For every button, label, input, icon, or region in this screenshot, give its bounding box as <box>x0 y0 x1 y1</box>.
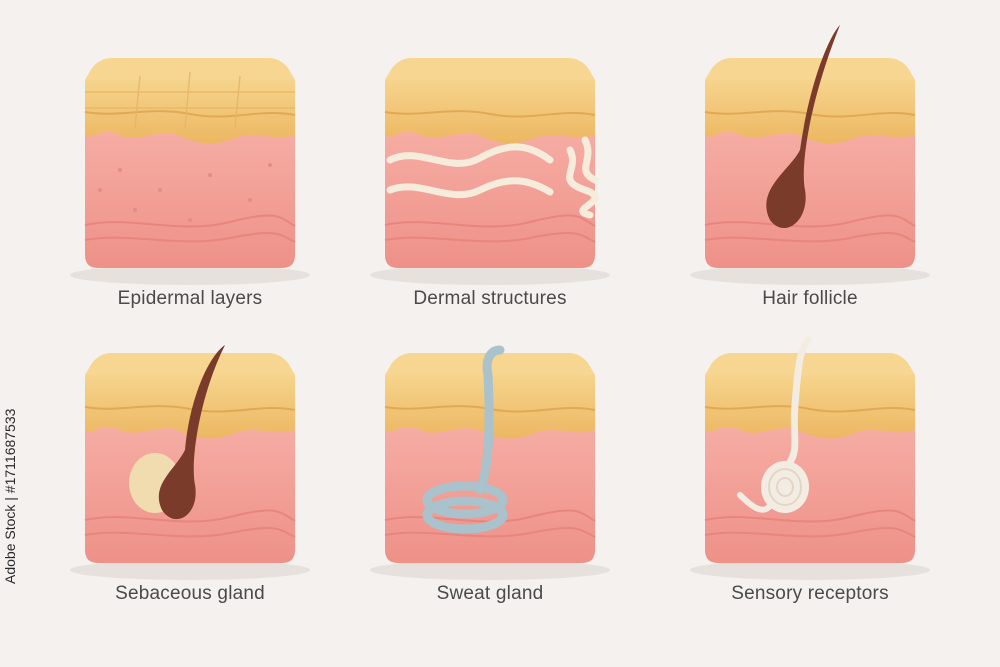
caption-hair-follicle: Hair follicle <box>660 288 960 310</box>
caption-sebaceous-gland: Sebaceous gland <box>40 583 340 605</box>
caption-epidermal-layers: Epidermal layers <box>40 288 340 310</box>
panel-sensory-receptors: Sensory receptors <box>660 335 960 635</box>
panel-epidermal-layers: Epidermal layers <box>40 40 340 340</box>
panel-hair-follicle: Hair follicle <box>660 40 960 340</box>
panel-dermal-structures: Dermal structures <box>340 40 640 340</box>
caption-sensory-receptors: Sensory receptors <box>660 583 960 605</box>
caption-dermal-structures: Dermal structures <box>340 288 640 310</box>
stock-id-label: Adobe Stock | #1711687533 <box>2 414 24 584</box>
caption-sweat-gland: Sweat gland <box>340 583 640 605</box>
panel-sweat-gland: Sweat gland <box>340 335 640 635</box>
panel-sebaceous-gland: Sebaceous gland <box>40 335 340 635</box>
